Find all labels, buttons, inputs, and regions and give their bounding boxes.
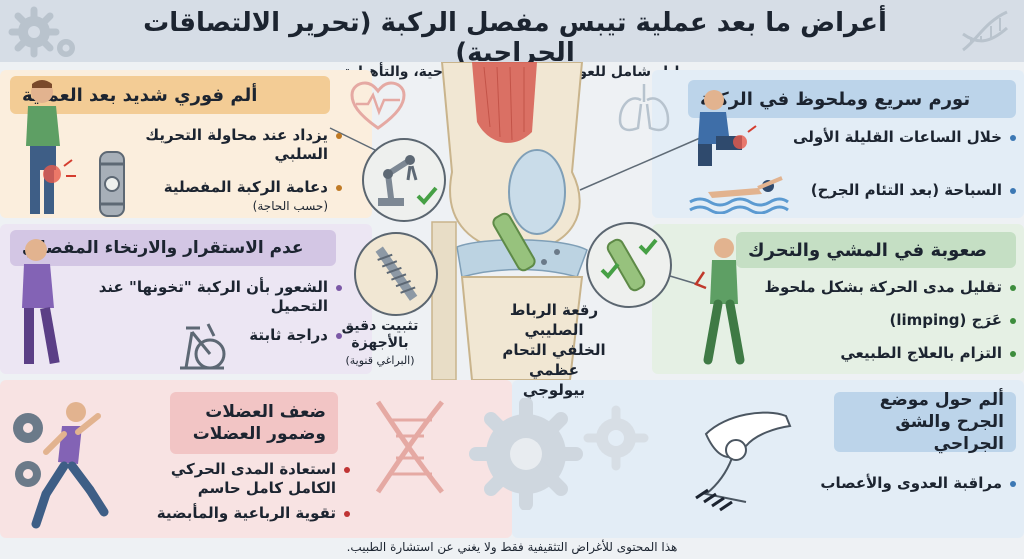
mid-right-heading: صعوبة في المشي والتحرك: [736, 232, 1016, 268]
list-item-text: يزداد عند محاولة التحريك السلبي: [145, 126, 328, 163]
injured-person-icon: [26, 80, 76, 214]
list-item-text: خلال الساعات القليلة الأولى: [793, 128, 1002, 146]
bottom-left-title: ضعف العضلات وضمور العضلات: [192, 402, 326, 444]
list-item-text: السباحة (بعد التئام الجرح): [810, 181, 1002, 199]
bottom-right-title: ألم حول موضع الجرح والشق الجراحي: [879, 390, 1004, 454]
list-item: الشعور بأن الركبة "تخونها" عند التحميل: [74, 278, 342, 316]
gear-icon: [8, 6, 75, 58]
fixation-label-text: تثبيت دقيق بالأجهزة: [341, 318, 419, 351]
list-item: دعامة الركبة المفصلية (حسب الحاجة): [120, 178, 342, 216]
bottom-left-list: استعادة المدى الحركي الكامل كامل حاسم تق…: [138, 460, 350, 533]
list-item-text: استعادة المدى الحركي الكامل كامل حاسم: [170, 460, 336, 497]
list-item-sub: (حسب الحاجة): [252, 199, 328, 213]
robot-arm-icon: [378, 155, 438, 206]
swimmer-icon: [689, 176, 789, 214]
heartbeat-icon: [350, 81, 406, 130]
mid-left-heading: عدم الاستقرار والارتخاء المفصلي: [10, 230, 336, 266]
graft-circle: [586, 222, 672, 308]
graft-label: رقعة الرباط الصليبي الخلفي التحام عظمي ب…: [502, 301, 606, 399]
top-left-heading: ألم فوري شديد بعد العملية: [10, 76, 330, 114]
top-left-title: ألم فوري شديد بعد العملية: [22, 84, 258, 106]
list-item: يزداد عند محاولة التحريك السلبي: [120, 126, 342, 164]
list-item: خلال الساعات القليلة الأولى: [790, 128, 1016, 147]
graft-check-icon: [600, 238, 658, 292]
list-item-text: دعامة الركبة المفصلية: [163, 178, 328, 196]
list-item-text: عَرَج (limping): [889, 311, 1002, 329]
mid-right-list: تقليل مدى الحركة بشكل ملحوظ عَرَج (limpi…: [760, 278, 1016, 373]
bottom-right-heading: ألم حول موضع الجرح والشق الجراحي: [834, 390, 1016, 454]
knee-illustration: [431, 62, 588, 380]
list-item: تقليل مدى الحركة بشكل ملحوظ: [760, 278, 1016, 297]
dna-icon: [962, 10, 1008, 52]
list-item: تقوية الرباعية والمأبضية: [138, 504, 350, 523]
bottom-right-list: مراقبة العدوى والأعصاب: [788, 474, 1016, 503]
list-item: التزام بالعلاج الطبيعي: [760, 344, 1016, 363]
screw-circle: [354, 232, 438, 316]
bike-icon: [180, 323, 226, 370]
page-title: أعراض ما بعد عملية تيبس مفصل الركبة (تحر…: [143, 8, 887, 68]
robot-arm-circle: [362, 138, 446, 222]
lungs-icon: [618, 84, 670, 132]
mid-left-list: الشعور بأن الركبة "تخونها" عند التحميل د…: [74, 278, 342, 355]
unstable-person-icon: [22, 239, 60, 365]
knee-pain-person-icon: [698, 90, 757, 166]
knee-brace-icon: [99, 151, 125, 217]
suture-hand-icon: [695, 411, 792, 512]
mid-right-title: صعوبة في المشي والتحرك: [748, 239, 987, 261]
list-item-text: التزام بالعلاج الطبيعي: [840, 344, 1002, 362]
screw-icon: [375, 246, 418, 301]
fixation-sublabel: (البراغي قنوية): [345, 354, 415, 367]
check-icon: [416, 186, 438, 205]
top-left-list: يزداد عند محاولة التحريك السلبي دعامة ال…: [120, 126, 342, 226]
list-item: دراجة ثابتة: [74, 326, 342, 345]
bottom-left-heading: ضعف العضلات وضمور العضلات: [170, 392, 338, 454]
dna-icon: [375, 400, 444, 494]
list-item: عَرَج (limping): [760, 311, 1016, 330]
footer-disclaimer: هذا المحتوى للأغراض التثقيفية فقط ولا يغ…: [346, 540, 678, 554]
list-item-text: مراقبة العدوى والأعصاب: [820, 474, 1002, 492]
list-item-text: دراجة ثابتة: [249, 326, 328, 344]
walker-icon: [694, 238, 745, 365]
runner-icon: [13, 402, 109, 529]
list-item-text: تقوية الرباعية والمأبضية: [156, 504, 336, 522]
list-item: مراقبة العدوى والأعصاب: [788, 474, 1016, 493]
list-item: السباحة (بعد التئام الجرح): [790, 181, 1016, 200]
list-item: استعادة المدى الحركي الكامل كامل حاسم: [138, 460, 350, 498]
top-right-heading: تورم سريع وملحوظ في الركبة: [688, 80, 1016, 118]
list-item-text: تقليل مدى الحركة بشكل ملحوظ: [764, 278, 1002, 296]
header-bar: [0, 0, 1024, 62]
list-item-text: الشعور بأن الركبة "تخونها" عند التحميل: [98, 278, 328, 315]
top-right-list: خلال الساعات القليلة الأولى السباحة (بعد…: [790, 128, 1016, 210]
fixation-label: تثبيت دقيق بالأجهزة (البراغي قنوية): [320, 318, 440, 369]
gear-icon: [469, 398, 649, 510]
graft-icon: [492, 212, 536, 272]
mid-left-title: عدم الاستقرار والارتخاء المفصلي: [22, 238, 304, 258]
top-right-title: تورم سريع وملحوظ في الركبة: [700, 88, 971, 110]
